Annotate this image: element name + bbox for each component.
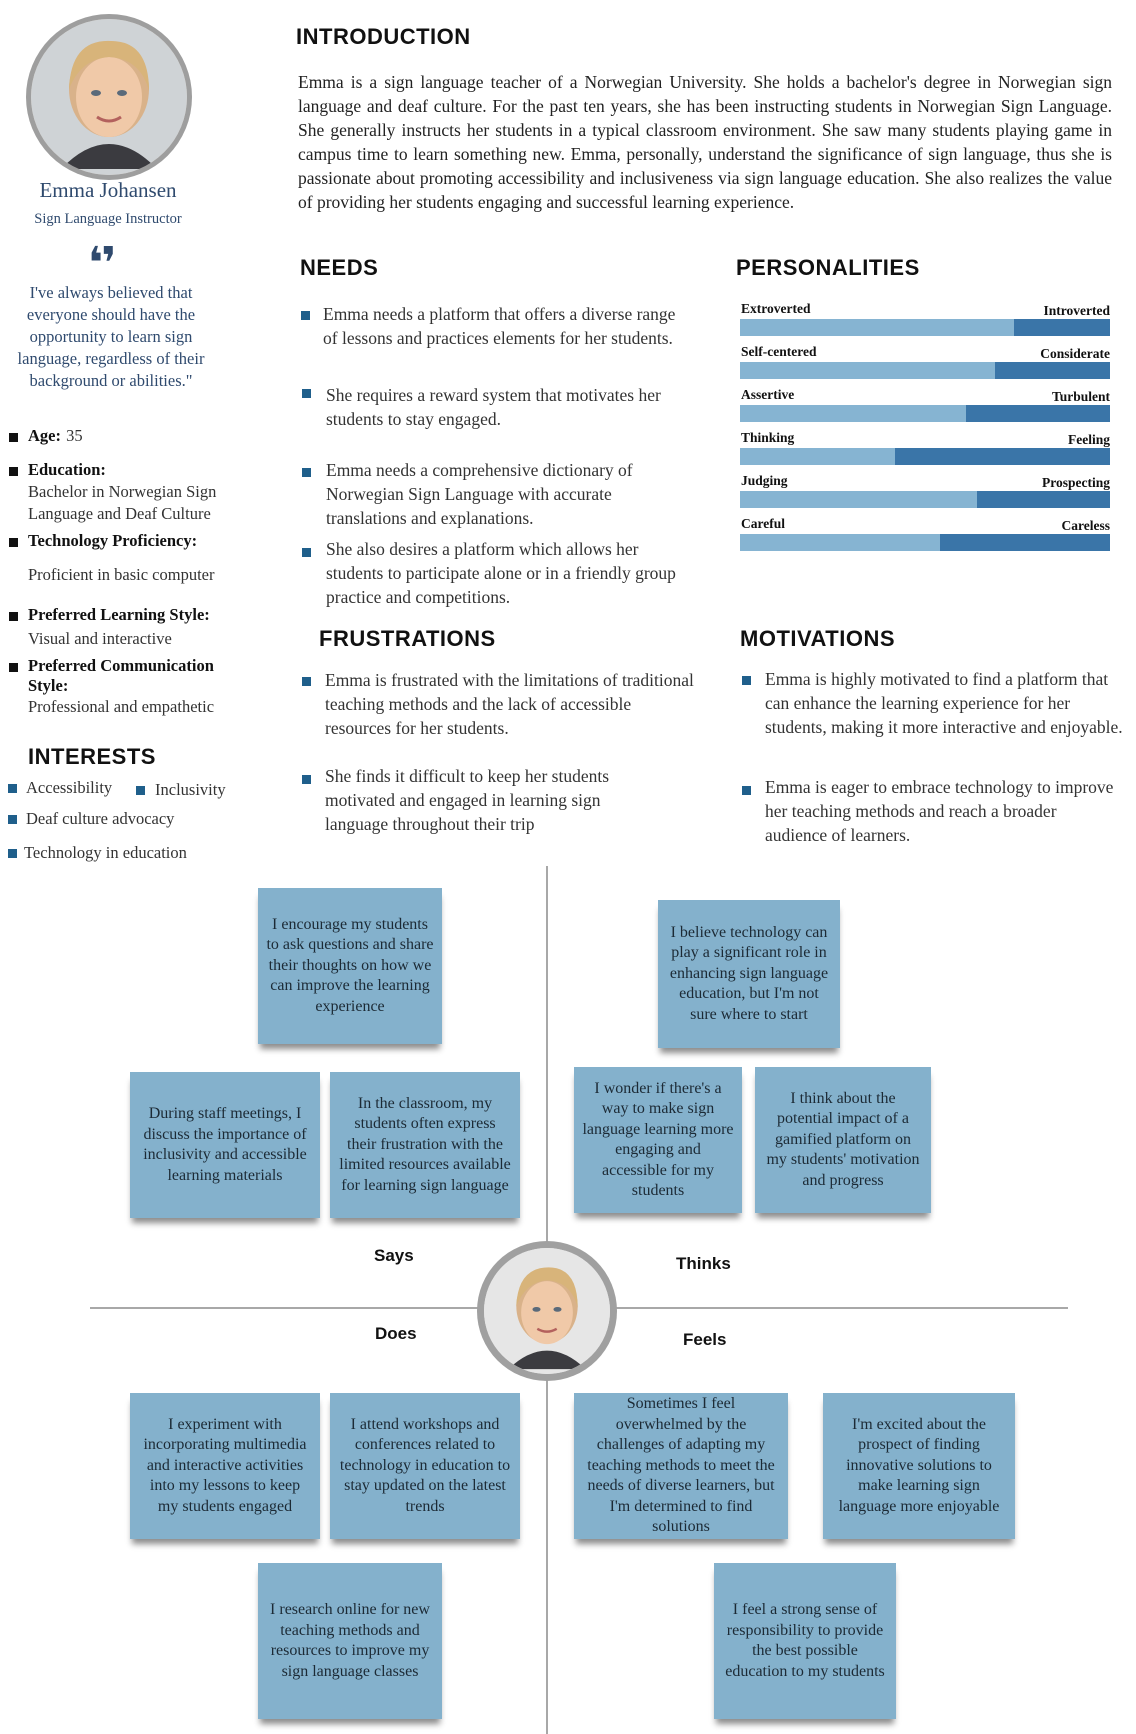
thinks-note: I believe technology can play a signific… bbox=[658, 900, 840, 1048]
bullet-icon bbox=[8, 784, 17, 793]
trait-scale-fill bbox=[976, 491, 1110, 508]
trait-scale-track bbox=[740, 362, 1110, 379]
frustration-item: She finds it difficult to keep her stude… bbox=[325, 766, 610, 834]
trait-right-label: Turbulent bbox=[1051, 389, 1110, 404]
bullet-icon bbox=[302, 775, 311, 784]
does-note: I research online for new teaching metho… bbox=[258, 1563, 442, 1719]
trait-scale-track bbox=[740, 448, 1110, 465]
says-note: In the classroom, my students often expr… bbox=[330, 1072, 520, 1218]
introduction-title: INTRODUCTION bbox=[296, 24, 471, 49]
trait-right-label: Considerate bbox=[1040, 346, 1110, 361]
needs-title: NEEDS bbox=[300, 255, 379, 280]
trait-scale-track bbox=[740, 319, 1110, 336]
need-item: Emma needs a comprehensive dictionary of… bbox=[326, 460, 633, 528]
learning-label: Preferred Learning Style: bbox=[28, 605, 210, 624]
trait-right-label: Feeling bbox=[1068, 432, 1110, 447]
bullet-icon bbox=[302, 677, 311, 686]
persona-quote: I've always believed that everyone shoul… bbox=[17, 283, 205, 390]
says-note: During staff meetings, I discuss the imp… bbox=[130, 1072, 320, 1218]
bullet-icon bbox=[302, 468, 311, 477]
trait-left-label: Extroverted bbox=[741, 301, 811, 316]
trait-scale-fill bbox=[965, 405, 1110, 422]
personalities-title: PERSONALITIES bbox=[736, 255, 920, 280]
learning-value: Visual and interactive bbox=[28, 629, 172, 648]
motivation-item: Emma is highly motivated to find a platf… bbox=[765, 669, 1123, 737]
thinks-note: I think about the potential impact of a … bbox=[755, 1067, 931, 1213]
need-item: She requires a reward system that motiva… bbox=[326, 385, 661, 429]
bullet-icon bbox=[9, 538, 18, 547]
feels-label: Feels bbox=[683, 1330, 727, 1349]
trait-scale-track bbox=[740, 491, 1110, 508]
bullet-icon bbox=[9, 612, 18, 621]
motivation-item: Emma is eager to embrace technology to i… bbox=[765, 777, 1114, 845]
trait-scale-track bbox=[740, 405, 1110, 422]
trait-right-label: Prospecting bbox=[1042, 475, 1110, 490]
says-note: I encourage my students to ask questions… bbox=[258, 888, 442, 1044]
trait-right-label: Introverted bbox=[1043, 303, 1111, 318]
comm-label-line2: Style: bbox=[28, 676, 69, 695]
introduction-text: Emma is a sign language teacher of a Nor… bbox=[298, 72, 1112, 212]
trait-left-label: Judging bbox=[741, 473, 788, 488]
says-label: Says bbox=[374, 1246, 414, 1265]
bullet-icon bbox=[302, 548, 311, 557]
thinks-note: I wonder if there's a way to make sign l… bbox=[574, 1067, 742, 1213]
frustrations-title: FRUSTRATIONS bbox=[319, 626, 496, 651]
frustration-item: Emma is frustrated with the limitations … bbox=[325, 670, 694, 738]
education-label: Education: bbox=[28, 460, 106, 479]
bullet-icon bbox=[301, 311, 310, 320]
interest-item: Inclusivity bbox=[155, 780, 226, 799]
interest-item: Accessibility bbox=[26, 778, 113, 797]
trait-scale-fill bbox=[1013, 319, 1110, 336]
does-label: Does bbox=[375, 1324, 417, 1343]
bullet-icon bbox=[742, 676, 751, 685]
bullet-icon bbox=[136, 786, 145, 795]
trait-right-label: Careless bbox=[1061, 518, 1111, 533]
comm-label-line1: Preferred Communication bbox=[28, 656, 214, 675]
trait-left-label: Careful bbox=[741, 516, 785, 531]
tech-value: Proficient in basic computer bbox=[28, 565, 215, 584]
trait-left-label: Self-centered bbox=[741, 344, 817, 359]
thinks-label: Thinks bbox=[676, 1254, 731, 1273]
empathy-center-photo bbox=[477, 1241, 617, 1381]
feels-note: I feel a strong sense of responsibility … bbox=[714, 1563, 896, 1719]
persona-name: Emma Johansen bbox=[39, 178, 177, 202]
age-value: 35 bbox=[66, 426, 83, 445]
does-note: I experiment with incorporating multimed… bbox=[130, 1393, 320, 1539]
bullet-icon bbox=[9, 467, 18, 476]
age-row: Age: 35 bbox=[28, 426, 83, 446]
tech-label: Technology Proficiency: bbox=[28, 531, 198, 550]
trait-scale-fill bbox=[995, 362, 1110, 379]
bullet-icon bbox=[302, 389, 311, 398]
comm-value: Professional and empathetic bbox=[28, 697, 215, 716]
trait-scale-fill bbox=[939, 534, 1110, 551]
trait-scale-fill bbox=[895, 448, 1110, 465]
education-value: Bachelor in Norwegian Sign Language and … bbox=[28, 482, 217, 523]
bullet-icon bbox=[742, 786, 751, 795]
bullet-icon bbox=[9, 663, 18, 672]
interest-item: Deaf culture advocacy bbox=[26, 809, 175, 828]
bullet-icon bbox=[8, 849, 17, 858]
bullet-icon bbox=[8, 815, 17, 824]
trait-left-label: Thinking bbox=[741, 430, 795, 445]
trait-left-label: Assertive bbox=[741, 387, 795, 402]
profile-photo bbox=[26, 14, 192, 180]
interests-title: INTERESTS bbox=[28, 744, 156, 769]
portrait-image bbox=[31, 19, 187, 175]
quote-icon: ❛❜ bbox=[88, 238, 116, 289]
portrait-image bbox=[484, 1248, 610, 1374]
trait-scale-track bbox=[740, 534, 1110, 551]
does-note: I attend workshops and conferences relat… bbox=[330, 1393, 520, 1539]
need-item: Emma needs a platform that offers a dive… bbox=[323, 304, 676, 348]
persona-role: Sign Language Instructor bbox=[34, 211, 182, 227]
age-label: Age: bbox=[28, 426, 61, 445]
motivations-title: MOTIVATIONS bbox=[740, 626, 896, 651]
bullet-icon bbox=[9, 433, 18, 442]
feels-note: Sometimes I feel overwhelmed by the chal… bbox=[574, 1393, 788, 1539]
interest-item: Technology in education bbox=[24, 843, 187, 862]
need-item: She also desires a platform which allows… bbox=[326, 539, 676, 607]
feels-note: I'm excited about the prospect of findin… bbox=[823, 1393, 1015, 1539]
